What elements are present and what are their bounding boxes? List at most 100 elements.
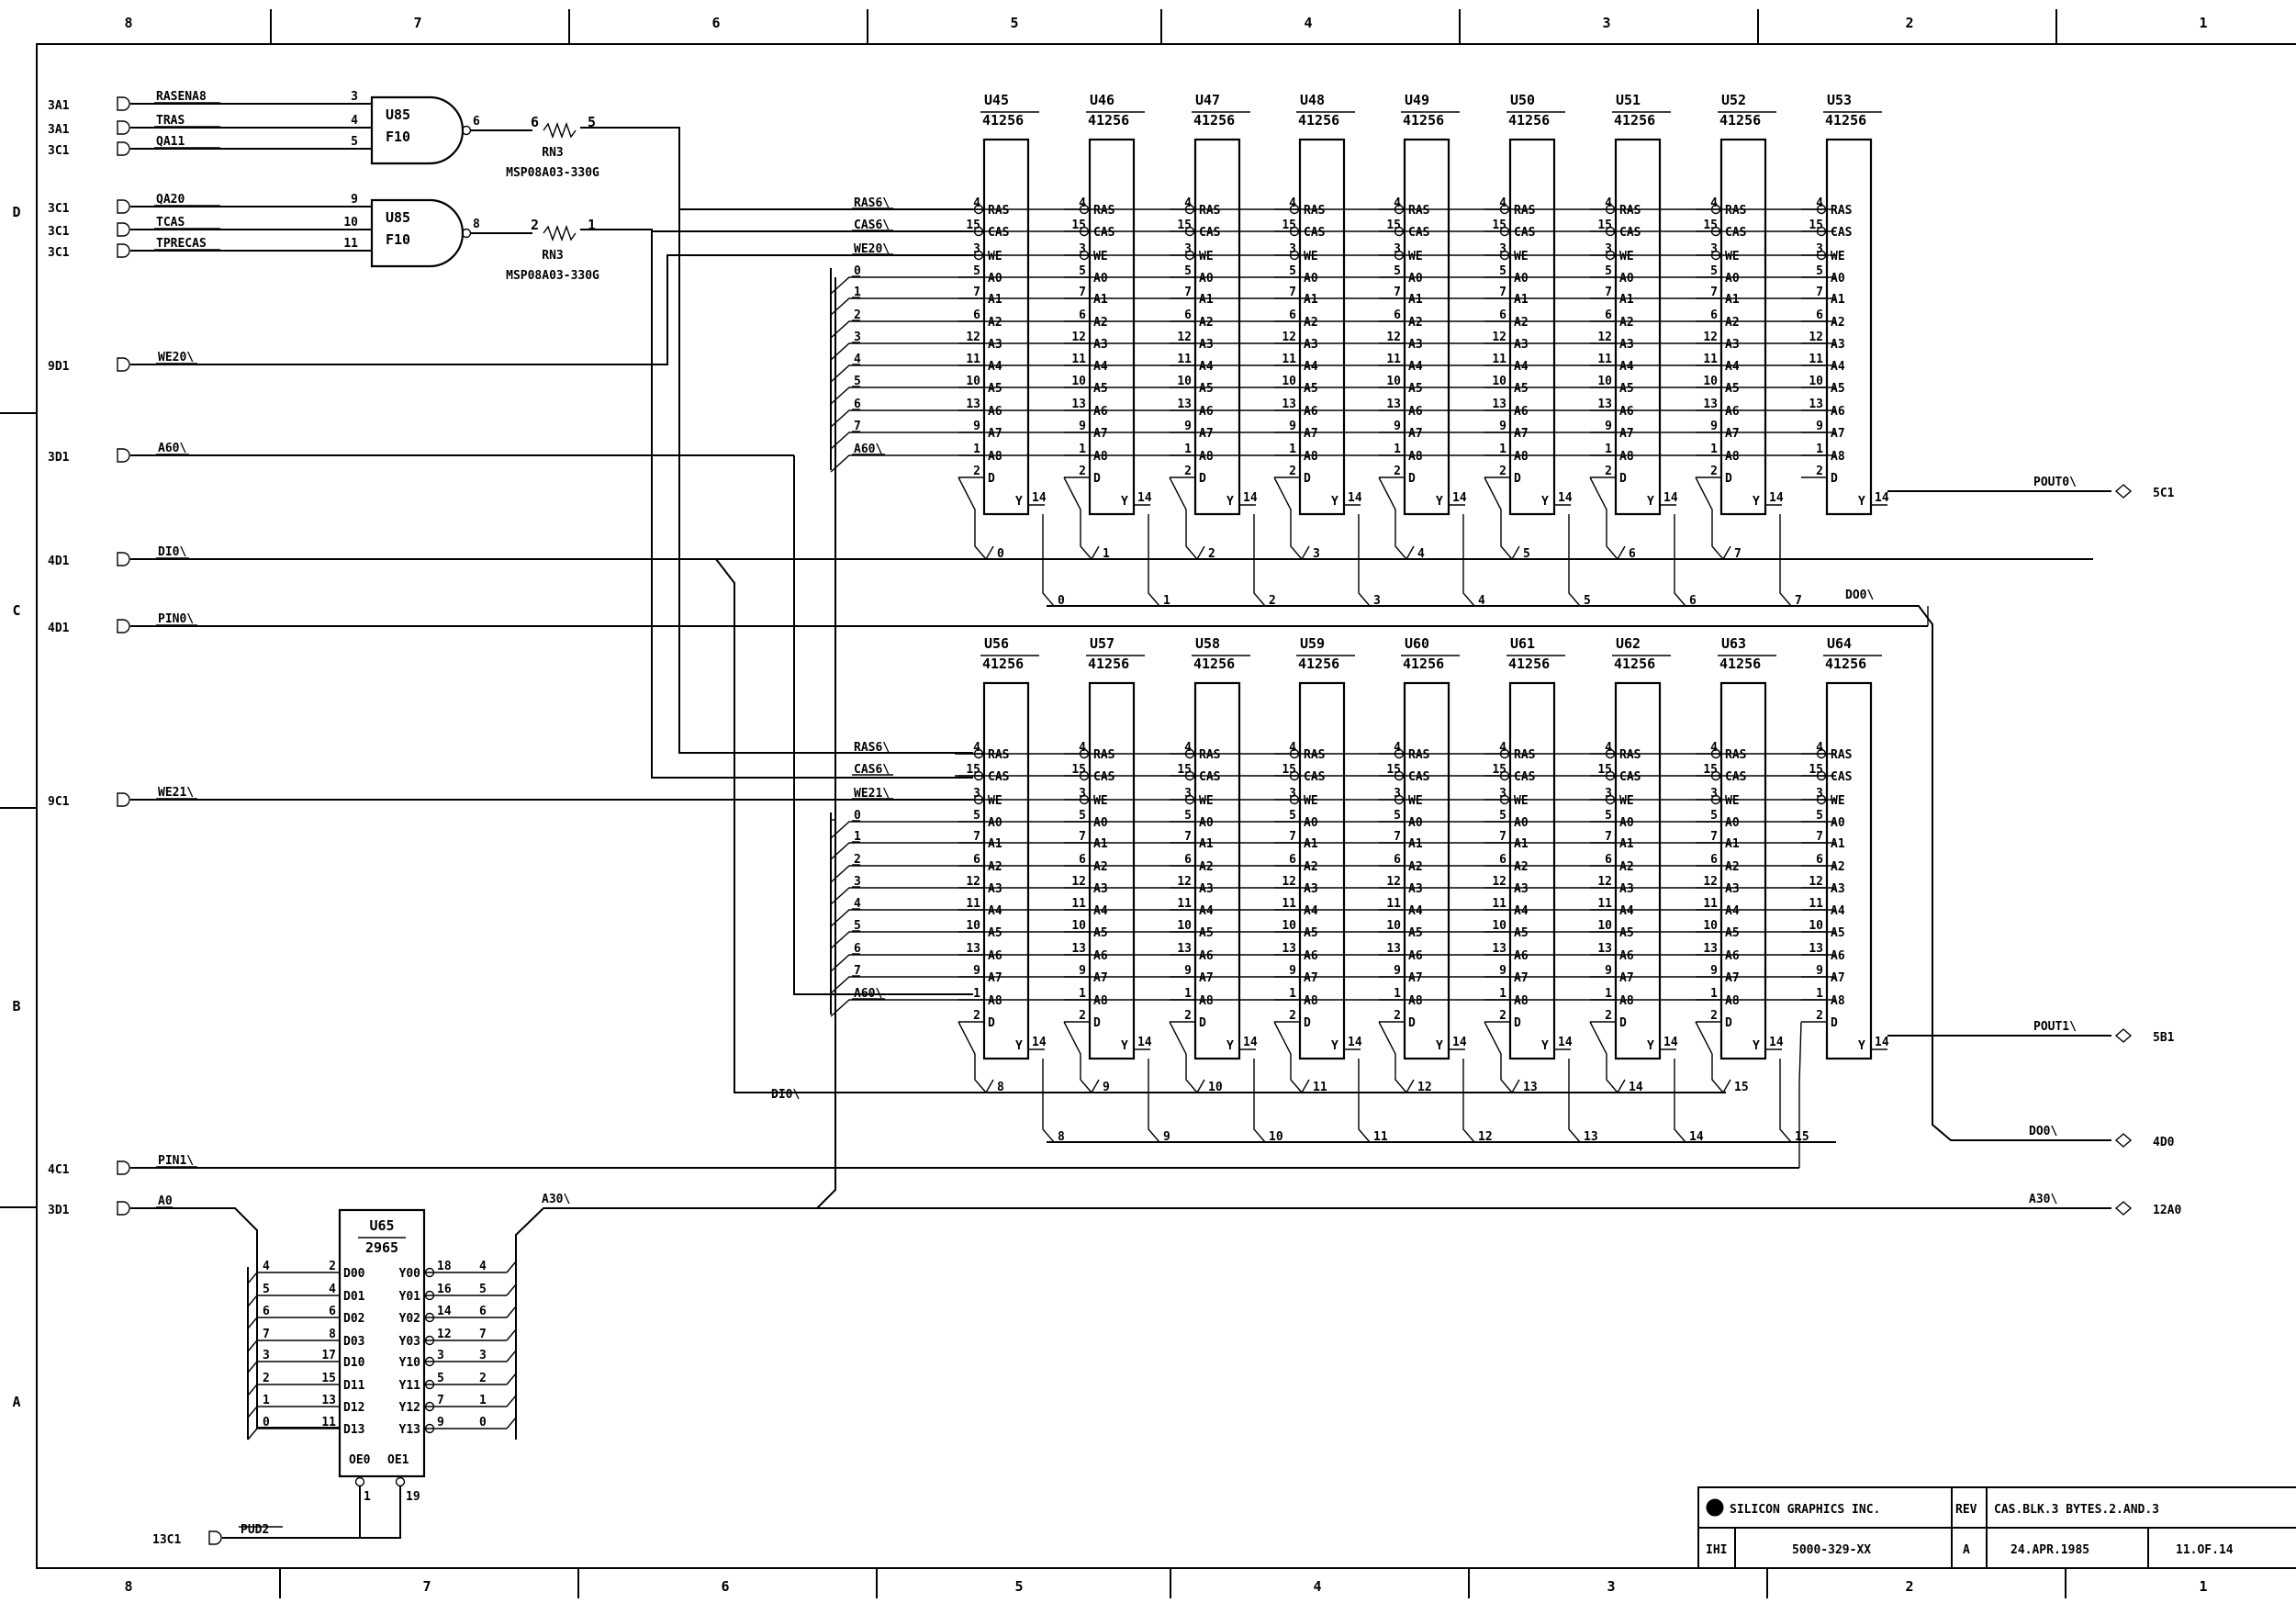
pin-name: A4	[1725, 904, 1740, 918]
bottom-d-feed	[1378, 1021, 1407, 1093]
cas-feed	[580, 229, 973, 779]
top-chip-u53: U53412564RAS15CAS3WE5A07A16A212A311A410A…	[1801, 92, 1889, 516]
pin-number: 7	[973, 830, 980, 844]
buffer-output-bubble	[424, 1335, 435, 1346]
pin-name: A3	[1619, 882, 1634, 896]
pin-number-y: 14	[1137, 491, 1152, 505]
pin-name: A7	[1514, 971, 1529, 985]
pin-name: A3	[1619, 338, 1634, 352]
pin-number-y: 14	[1348, 1036, 1362, 1049]
buffer-pin-number: 9	[437, 1416, 444, 1429]
bottom-dout-bit: 8	[1058, 1130, 1065, 1144]
buffer-bus-entry	[506, 1284, 517, 1296]
buffer-pin-number: 11	[321, 1416, 336, 1429]
pin-number: 9	[1605, 420, 1612, 433]
bottom-din-entry	[985, 1079, 994, 1093]
pin-number: 5	[1289, 809, 1296, 823]
top-dout-entry	[1674, 514, 1686, 607]
pin-name: A7	[1408, 427, 1423, 441]
pin-name: A2	[1725, 860, 1740, 874]
pin-name: A1	[1619, 837, 1634, 851]
top-bus-label: 4	[854, 353, 861, 366]
pin-number: 3	[1816, 242, 1823, 256]
pin-number: 5	[1710, 264, 1718, 278]
pin-number: 11	[1809, 897, 1823, 911]
pin-number: 9	[973, 964, 980, 978]
pin-name: A1	[1514, 293, 1529, 307]
top-d-feed	[1169, 476, 1198, 560]
pin-name: A7	[1304, 427, 1318, 441]
buffer-bit-label: 6	[263, 1305, 270, 1318]
pin-number: 1	[1605, 443, 1612, 456]
pin-name: WE	[1408, 250, 1423, 263]
pin-name: A6	[988, 949, 1002, 963]
left-signal-label: WE20\	[158, 351, 194, 364]
top-chip-u50-ref: U50	[1510, 92, 1535, 108]
pin-number: 2	[1394, 1009, 1401, 1023]
pin-number: 2	[1079, 1009, 1086, 1023]
offsheet-pin1	[117, 1160, 130, 1175]
bottom-din-entry	[1196, 1079, 1205, 1093]
bottom-bus-label: 4	[854, 897, 861, 911]
pin-name: A6	[1831, 405, 1845, 419]
pin-number-y: 14	[1137, 1036, 1152, 1049]
pin-number: 10	[966, 919, 980, 933]
buffer-pin-name: D12	[343, 1401, 364, 1415]
pin-name: RAS	[1619, 204, 1641, 218]
pin-name: A8	[1304, 994, 1318, 1008]
pin-number: 2	[1816, 465, 1823, 478]
pin-number: 4	[1079, 196, 1086, 210]
zone-label-top: 7	[413, 15, 421, 31]
pin-number: 4	[1499, 741, 1506, 755]
bottom-din-bus-label: DI0\	[771, 1088, 800, 1102]
pin-number: 12	[1492, 331, 1506, 344]
pin-name: A1	[1093, 837, 1108, 851]
top-chip-u45-body	[982, 138, 1030, 516]
bottom-chip-u58-ref: U58	[1195, 635, 1220, 652]
bottom-din-entry	[1406, 1079, 1415, 1093]
pin-number-y: 14	[1032, 491, 1047, 505]
pin-number: 10	[1177, 375, 1192, 388]
pin-number: 11	[966, 353, 980, 366]
pin-name: RAS	[1199, 748, 1221, 762]
pin-name: RAS	[1304, 748, 1326, 762]
zone-label-top: 5	[1010, 15, 1018, 31]
pin-name: CAS	[1619, 226, 1641, 240]
pin-number: 12	[1492, 875, 1506, 889]
pin-name: A8	[1199, 994, 1214, 1008]
top-chip-u47-part: 41256	[1193, 112, 1235, 129]
resistor-part: MSP08A03-330G	[506, 269, 599, 283]
revision: A	[1963, 1543, 1970, 1557]
pin-number-y: 14	[1558, 1036, 1573, 1049]
pin-number: 3	[1499, 242, 1506, 256]
buffer-output-bubble	[424, 1312, 435, 1323]
bottom-chip-u64-ref: U64	[1827, 635, 1852, 652]
zone-label-bottom: 4	[1313, 1578, 1321, 1595]
gate-u85-0-ref: U85	[386, 106, 410, 123]
buffer-bit-label: 1	[479, 1394, 487, 1407]
pin-number: 3	[1605, 787, 1612, 801]
bottom-chip-u59-part: 41256	[1298, 656, 1339, 672]
pin-name: A7	[988, 427, 1002, 441]
bottom-bus-label: 1	[854, 830, 861, 844]
pin-name: CAS	[1725, 770, 1747, 784]
pin-name: A8	[1725, 994, 1740, 1008]
pin-number: 15	[1071, 219, 1086, 232]
top-chip-u47-ref: U47	[1195, 92, 1220, 108]
pin-number: 11	[1282, 897, 1296, 911]
top-bus-label: CAS6\	[854, 219, 890, 232]
pin-number: 13	[1597, 942, 1612, 956]
pin-number: 3	[1710, 242, 1718, 256]
pin-number: 13	[1703, 398, 1718, 411]
top-chip-u49-ref: U49	[1405, 92, 1429, 108]
pin-number: 13	[1177, 942, 1192, 956]
resistor-rn3	[543, 121, 577, 140]
pin-number: 10	[1282, 375, 1296, 388]
pin-name: A1	[1831, 293, 1845, 307]
pin-number: 3	[1499, 787, 1506, 801]
pin-name: A4	[1514, 904, 1529, 918]
top-chip-u45-part: 41256	[982, 112, 1024, 129]
pin-name: A0	[1619, 272, 1634, 286]
